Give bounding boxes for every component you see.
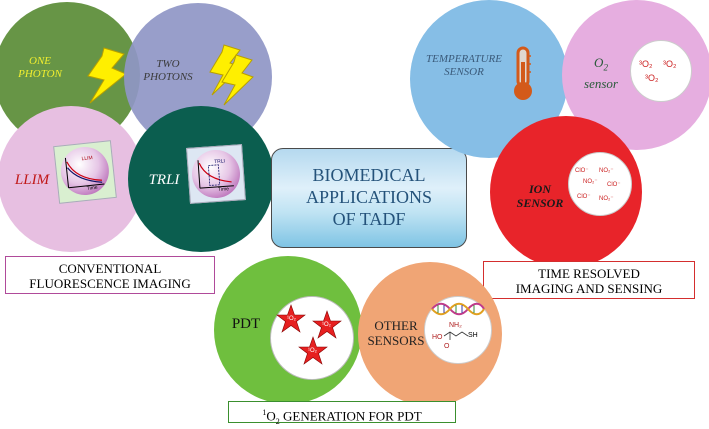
other-sensors-line2: SENSORS bbox=[367, 333, 425, 348]
trli-plot-icon bbox=[197, 160, 234, 189]
ion-molecule: NO₂⁻ bbox=[599, 168, 614, 174]
molecule-label: O bbox=[444, 343, 450, 350]
ion-molecule: NO₂⁻ bbox=[599, 196, 614, 202]
conventional-caption: CONVENTIONAL FLUORESCENCE IMAGING bbox=[5, 256, 215, 294]
ion-molecule: ClO⁻ bbox=[607, 182, 621, 188]
thermometer-icon bbox=[514, 46, 532, 100]
center-title-box: BIOMEDICAL APPLICATIONS OF TADF bbox=[271, 148, 467, 248]
pdt-label: PDT bbox=[231, 316, 261, 332]
conventional-caption-line1: CONVENTIONAL bbox=[58, 261, 162, 276]
llim-inset: LLIM Time bbox=[53, 140, 117, 204]
temperature-line1: TEMPERATURE bbox=[426, 53, 502, 65]
two-photons-line2: PHOTONS bbox=[143, 71, 193, 83]
o2-label-sensor: sensor bbox=[584, 75, 618, 91]
o2-molecule: ³O₂ bbox=[663, 59, 677, 69]
conventional-caption-line2: FLUORESCENCE IMAGING bbox=[29, 276, 191, 291]
pdt-caption-sup: 1 bbox=[262, 408, 267, 417]
pdt-star-label: ¹O₂ bbox=[287, 316, 296, 322]
lightning-bolt-icon bbox=[87, 47, 127, 104]
molecule-label: NH₂ bbox=[449, 322, 462, 329]
cysteine-skeleton-icon bbox=[443, 331, 469, 340]
double-lightning-icon bbox=[209, 44, 254, 106]
pdt-caption-rest: GENERATION FOR PDT bbox=[279, 408, 422, 424]
pdt-star-label: ¹O₂ bbox=[308, 348, 317, 354]
other-sensors-line1: OTHER bbox=[374, 318, 418, 333]
molecule-label: HO bbox=[432, 334, 443, 341]
llim-inset-label: LLIM bbox=[81, 155, 94, 163]
time-resolved-caption-line2: IMAGING AND SENSING bbox=[515, 281, 663, 296]
pdt-star-label: ¹O₂ bbox=[322, 322, 331, 328]
temperature-line2: SENSOR bbox=[444, 66, 484, 78]
ion-molecule: NO₂⁻ bbox=[583, 179, 598, 185]
o2-molecule: ³O₂ bbox=[639, 59, 653, 69]
trli-inset-label: TRLI bbox=[213, 158, 226, 166]
dna-icon bbox=[431, 302, 485, 316]
two-photons-label: TWO PHOTONS bbox=[128, 58, 208, 84]
llim-label: LLIM bbox=[14, 172, 50, 188]
one-photon-line2: PHOTON bbox=[18, 68, 62, 80]
ion-inner-disc: ClO⁻ NO₂⁻ NO₂⁻ ClO⁻ ClO⁻ NO₂⁻ bbox=[568, 152, 632, 216]
pdt-inner-disc bbox=[270, 296, 354, 380]
pdt-caption-o: O bbox=[266, 408, 276, 424]
one-photon-line1: ONE bbox=[29, 55, 51, 67]
llim-inset-axis: Time bbox=[86, 184, 98, 192]
center-title-line1: BIOMEDICAL bbox=[312, 165, 426, 185]
o2-molecule: ³O₂ bbox=[645, 73, 659, 83]
decay-plot-icon bbox=[64, 157, 105, 189]
center-title-line2: APPLICATIONS bbox=[305, 187, 433, 207]
time-resolved-caption: TIME RESOLVED IMAGING AND SENSING bbox=[483, 261, 695, 299]
o2-label-o: O bbox=[594, 55, 604, 70]
o2-sensor-label: O2 sensor bbox=[576, 55, 626, 92]
ion-label-line1: ION bbox=[528, 182, 551, 196]
star-icon bbox=[276, 304, 306, 333]
ion-molecule: ClO⁻ bbox=[577, 194, 591, 200]
two-photons-line1: TWO bbox=[156, 58, 180, 70]
time-resolved-caption-line1: TIME RESOLVED bbox=[538, 266, 640, 281]
ion-label-line2: SENSOR bbox=[516, 196, 564, 210]
other-inner-disc bbox=[424, 296, 492, 364]
trli-label: TRLI bbox=[148, 172, 180, 188]
molecule-label: SH bbox=[468, 332, 478, 339]
o2-label-sub: 2 bbox=[603, 62, 608, 73]
ion-sensor-label: ION SENSOR bbox=[514, 182, 566, 210]
star-icon bbox=[298, 336, 328, 365]
ion-molecule: ClO⁻ bbox=[575, 168, 589, 174]
pdt-caption: 1O2 GENERATION FOR PDT bbox=[228, 401, 456, 426]
pdt-caption-sub: 2 bbox=[275, 416, 280, 426]
center-title-line3: OF TADF bbox=[332, 209, 406, 229]
other-sensors-label: OTHER SENSORS bbox=[366, 318, 426, 348]
temperature-label: TEMPERATURE SENSOR bbox=[414, 53, 514, 79]
trli-inset-axis: Time bbox=[217, 186, 230, 193]
o2-inner-disc: ³O₂ ³O₂ ³O₂ bbox=[630, 40, 692, 102]
star-icon bbox=[312, 310, 342, 339]
one-photon-label: ONE PHOTON bbox=[0, 55, 80, 81]
trli-inset: TRLI Time bbox=[186, 144, 246, 204]
